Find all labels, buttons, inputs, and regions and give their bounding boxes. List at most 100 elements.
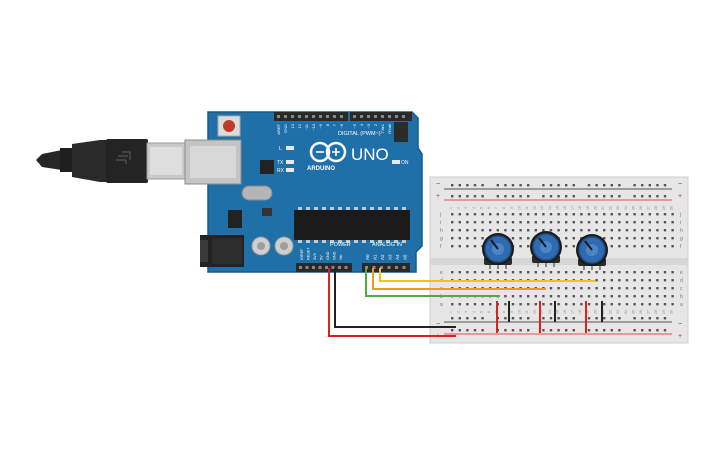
column-number: 12	[533, 206, 537, 210]
digital-pin-label: AREF	[276, 123, 281, 134]
label-tx: TX	[277, 160, 284, 166]
column-number: 5	[479, 311, 483, 313]
wire-5v	[328, 268, 456, 337]
potentiometer[interactable]	[530, 231, 562, 267]
row-letter: h	[440, 228, 443, 234]
column-number: 18	[578, 206, 582, 210]
column-number: 22	[609, 310, 613, 314]
column-number: 10	[517, 310, 521, 314]
row-letter: i	[440, 220, 441, 226]
column-number: 15	[555, 206, 559, 210]
digital-pin-label: 12	[297, 123, 302, 128]
crystal-oscillator	[241, 185, 273, 201]
column-number: 11	[525, 206, 529, 210]
row-letter: j	[439, 212, 441, 218]
arduino-logo	[309, 141, 347, 163]
row-letter: i	[680, 220, 681, 226]
voltage-regulator	[228, 210, 242, 228]
wire-a2	[379, 268, 595, 282]
potentiometer[interactable]	[576, 234, 608, 270]
digital-pwm-label: DIGITAL (PWM~)	[338, 131, 381, 137]
column-number: 5	[479, 207, 483, 209]
label-on: ON	[401, 160, 409, 166]
led-on	[392, 160, 400, 164]
digital-pin-label: ~5	[352, 123, 357, 128]
label-l: L	[279, 146, 282, 152]
column-number: 3	[464, 207, 468, 209]
column-number: 17	[571, 206, 575, 210]
column-number: 4	[472, 311, 476, 313]
potentiometer[interactable]	[482, 233, 514, 269]
digital-pin-label: RX◂0	[387, 123, 392, 134]
column-number: 14	[548, 310, 552, 314]
led-tx	[286, 160, 294, 164]
column-number: 7	[495, 207, 499, 209]
column-number: 23	[616, 310, 620, 314]
column-number: 16	[563, 206, 567, 210]
column-number: 29	[662, 206, 666, 210]
digital-header	[274, 112, 412, 121]
column-number: 8	[502, 207, 506, 209]
column-number: 12	[533, 310, 537, 314]
column-number: 24	[624, 206, 628, 210]
row-letter: e	[680, 270, 683, 276]
analog-pin-label: A5	[403, 254, 408, 260]
column-number: 11	[525, 310, 529, 314]
wire-a0	[365, 268, 500, 297]
digital-pin-label: 4	[359, 123, 364, 126]
rail-minus-top-right: −	[678, 181, 682, 188]
brand-arduino: ARDUINO	[307, 166, 335, 172]
power-pin-label: GND	[326, 251, 330, 260]
usb-cable	[36, 139, 186, 183]
column-number: 17	[571, 310, 575, 314]
column-number: 19	[586, 206, 590, 210]
row-letter: f	[680, 244, 682, 250]
power-pin-label: 5V	[320, 255, 324, 260]
digital-pin-label: 7	[332, 123, 337, 126]
analog-pin-label: A4	[395, 254, 400, 260]
rail-minus-top-left: −	[436, 181, 440, 188]
column-number: 14	[548, 206, 552, 210]
column-number: 4	[472, 207, 476, 209]
rail-plus-top-right: +	[678, 193, 682, 200]
row-letter: g	[440, 236, 443, 242]
wire-a1	[372, 268, 546, 290]
rail-minus-bottom-left: −	[436, 321, 440, 328]
power-pin-label: RESET	[307, 247, 311, 260]
row-letter: c	[680, 286, 683, 292]
power-pin-label: Vin	[339, 255, 343, 260]
column-number: 9	[510, 311, 514, 313]
row-letter: f	[440, 244, 442, 250]
column-number: 30	[669, 310, 673, 314]
breadboard-jumpers	[496, 301, 603, 333]
row-letter: g	[680, 236, 683, 242]
digital-pin-label: GND	[283, 124, 288, 133]
digital-pin-label: ~6	[339, 123, 344, 128]
column-number: 13	[540, 310, 544, 314]
column-number: 3	[464, 311, 468, 313]
digital-pin-label: TX▸1	[380, 123, 385, 133]
column-number: 20	[593, 206, 597, 210]
led-rx	[286, 168, 294, 172]
power-jack	[200, 235, 244, 267]
column-number: 13	[540, 206, 544, 210]
power-header	[296, 263, 410, 272]
column-number: 19	[586, 310, 590, 314]
reset-button[interactable]	[217, 115, 241, 137]
column-number: 25	[631, 310, 635, 314]
icsp-header	[394, 122, 408, 142]
column-number: 16	[563, 310, 567, 314]
digital-pin-label: 2	[373, 123, 378, 126]
column-number: 2	[457, 311, 461, 313]
digital-pin-label: ~3	[366, 123, 371, 128]
row-letter: j	[679, 212, 681, 218]
wire-gnd	[334, 268, 456, 328]
analog-pin-label: A0	[365, 254, 370, 260]
analog-in-label: ANALOG IN	[372, 242, 402, 248]
digital-pin-label: ~11	[304, 123, 309, 130]
rail-plus-top-left: +	[436, 193, 440, 200]
